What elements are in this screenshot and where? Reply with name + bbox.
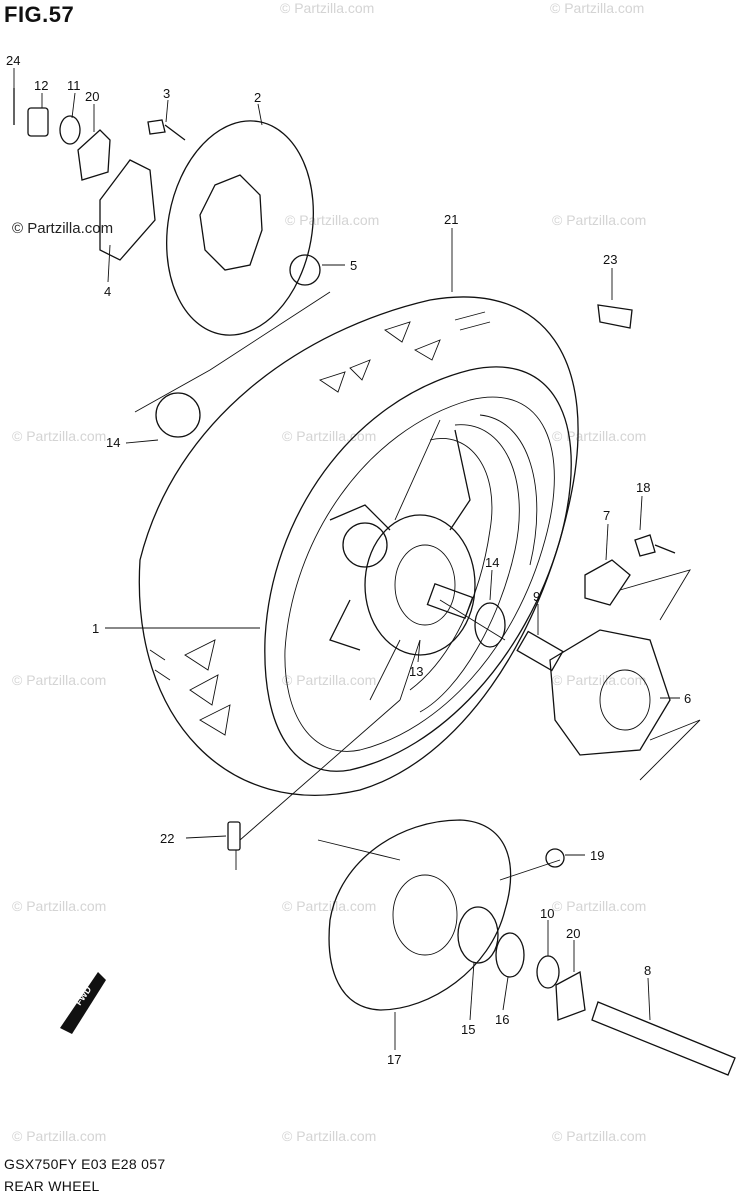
callout-7: 7	[603, 508, 610, 523]
callout-17: 17	[387, 1052, 401, 1067]
callout-19: 19	[590, 848, 604, 863]
sprocket-bearing	[457, 906, 499, 964]
caliper-bracket	[99, 159, 156, 261]
oil-seal	[495, 932, 525, 978]
callout-15: 15	[461, 1022, 475, 1037]
leader-lines	[13, 68, 701, 1050]
wheel-hub	[329, 419, 506, 701]
diagram-name: REAR WHEEL	[4, 1178, 100, 1194]
axle-nut	[27, 107, 49, 137]
callout-2: 2	[254, 90, 261, 105]
sprocket-nut	[545, 848, 565, 868]
hub-bolt	[634, 534, 676, 557]
watermark-primary: © Partzilla.com	[12, 220, 114, 237]
callout-1: 1	[92, 621, 99, 636]
watermark: © Partzilla.com	[282, 1128, 377, 1144]
callout-14-right: 14	[485, 555, 499, 570]
chain-adjuster	[77, 129, 111, 181]
callout-12: 12	[34, 78, 48, 93]
model-code: GSX750FY E03 E28 057	[4, 1156, 166, 1172]
brake-disc	[166, 120, 314, 336]
disc-bolt	[147, 119, 186, 141]
callout-14: 14	[106, 435, 120, 450]
callout-8: 8	[644, 963, 651, 978]
watermark: © Partzilla.com	[282, 898, 377, 914]
callout-16: 16	[495, 1012, 509, 1027]
collar	[516, 630, 564, 672]
callout-20-right: 20	[566, 926, 580, 941]
watermark: © Partzilla.com	[552, 1128, 647, 1144]
callout-13: 13	[409, 664, 423, 679]
callout-20: 20	[85, 89, 99, 104]
rear-sprocket	[328, 819, 512, 1011]
callout-18: 18	[636, 480, 650, 495]
air-valve	[227, 821, 241, 851]
watermark: © Partzilla.com	[12, 898, 107, 914]
callout-10: 10	[540, 906, 554, 921]
watermark: © Partzilla.com	[550, 0, 645, 16]
watermark: © Partzilla.com	[552, 672, 647, 688]
watermark: © Partzilla.com	[552, 428, 647, 444]
callout-24: 24	[6, 53, 20, 68]
callout-9: 9	[533, 589, 540, 604]
valve-clip	[597, 304, 633, 329]
sprocket-drum	[549, 629, 671, 756]
callout-3: 3	[163, 86, 170, 101]
callout-22: 22	[160, 831, 174, 846]
rear-axle	[591, 1001, 736, 1076]
watermark: © Partzilla.com	[285, 212, 380, 228]
callout-11: 11	[67, 78, 81, 93]
tire	[138, 296, 579, 796]
spacer-10	[536, 955, 560, 989]
watermark: © Partzilla.com	[552, 212, 647, 228]
watermark: © Partzilla.com	[12, 1128, 107, 1144]
forward-arrow-icon: FWD	[60, 972, 106, 1034]
watermark: © Partzilla.com	[552, 898, 647, 914]
watermark: © Partzilla.com	[282, 428, 377, 444]
watermark: © Partzilla.com	[280, 0, 375, 16]
callout-21: 21	[444, 212, 458, 227]
callout-4: 4	[104, 284, 111, 299]
chain-adjuster-right	[555, 970, 586, 1021]
cush-damper	[584, 559, 631, 606]
callout-23: 23	[603, 252, 617, 267]
callout-numbers: 24 12 11 20 3 2 4 5 21 23 14 1 18 7 14 9…	[6, 53, 691, 1067]
watermark: © Partzilla.com	[12, 428, 107, 444]
washer	[59, 115, 81, 145]
wheel-bearing	[474, 602, 506, 648]
callout-6: 6	[684, 691, 691, 706]
watermark: © Partzilla.com	[12, 672, 107, 688]
figure-title: FIG.57	[4, 2, 75, 27]
watermark: © Partzilla.com	[282, 672, 377, 688]
wheel-bearing	[155, 392, 201, 438]
callout-5: 5	[350, 258, 357, 273]
spacer	[289, 254, 321, 286]
